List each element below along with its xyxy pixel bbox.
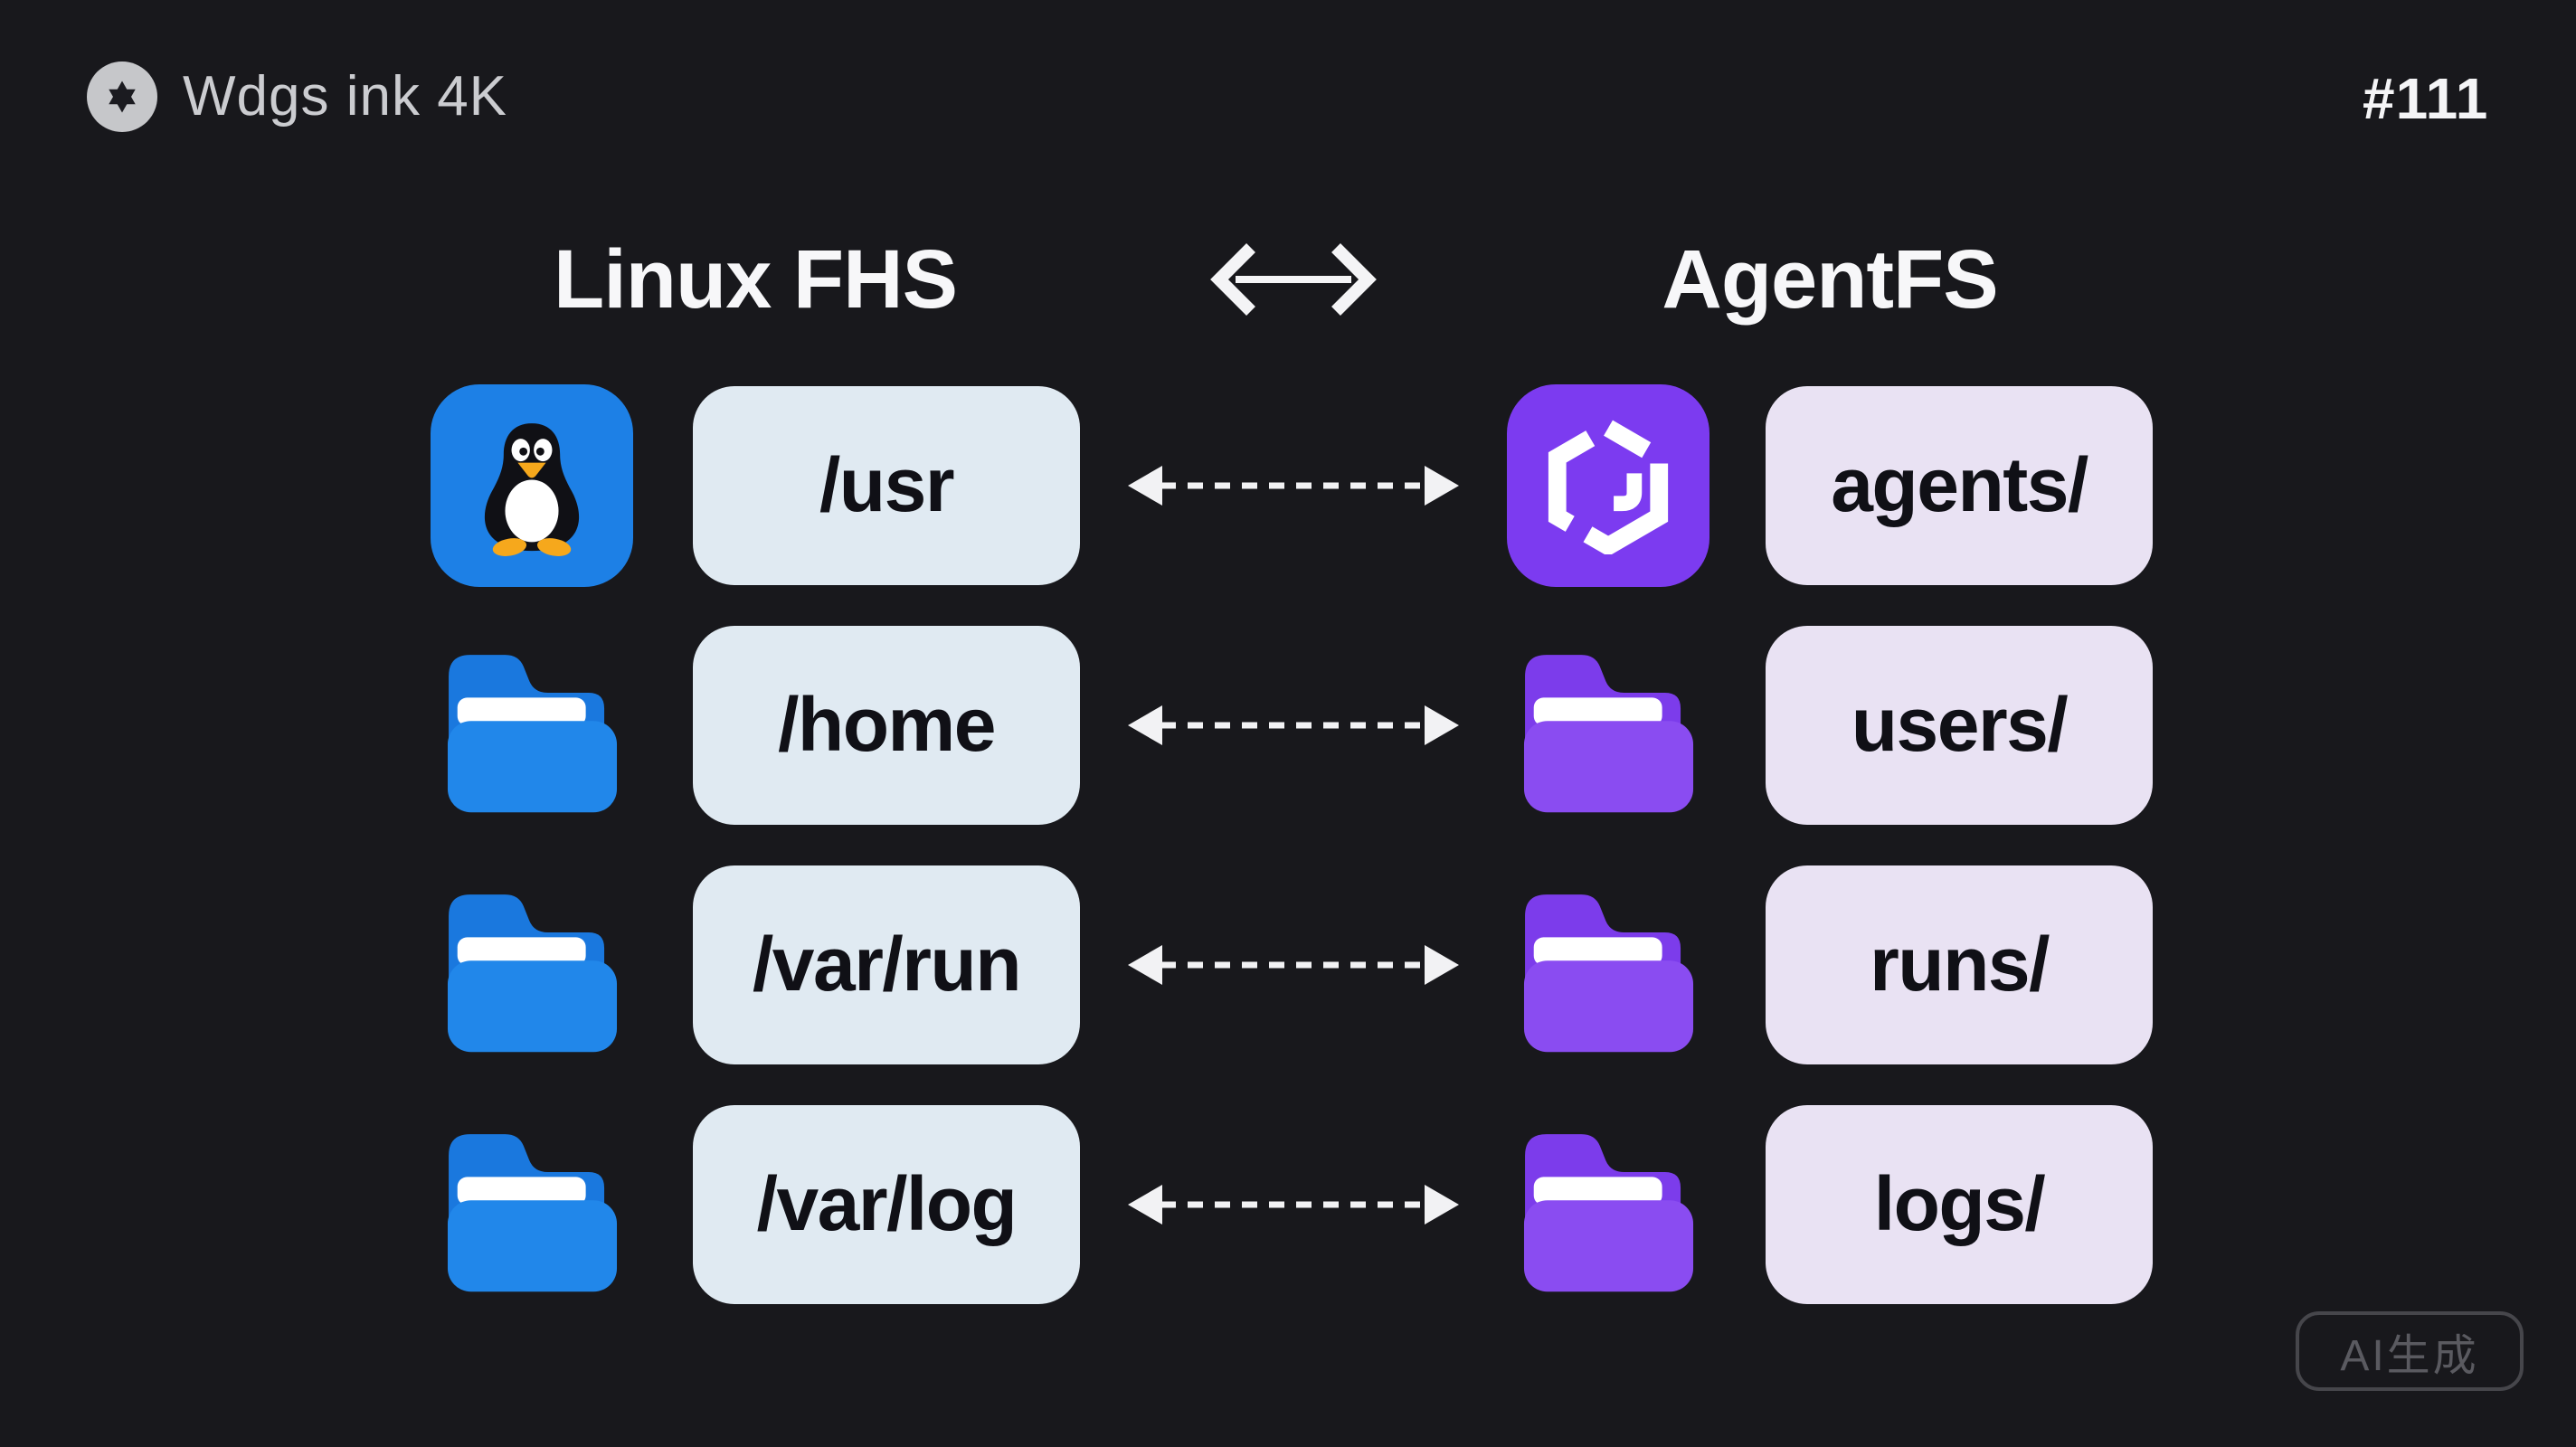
folder-icon-purple: [1523, 1134, 1693, 1292]
dashed-double-arrow-icon: [1128, 944, 1459, 985]
star-icon: [109, 80, 136, 113]
folder-icon-blue: [447, 894, 617, 1053]
double-arrow-icon: [1210, 243, 1377, 316]
agent-path-box: users/: [1766, 625, 2153, 825]
agentfs-logo-icon: [1507, 383, 1709, 587]
linux-path-box: /usr: [693, 385, 1080, 585]
dashed-double-arrow-icon: [1128, 1184, 1459, 1225]
brand-name: Wdgs ink 4K: [183, 65, 508, 128]
title-agentfs: AgentFS: [1662, 232, 1998, 326]
row-arrow-wrap: [1080, 937, 1507, 993]
folder-icon-purple: [1523, 894, 1693, 1053]
agent-path-box: logs/: [1766, 1104, 2153, 1304]
mapping-row-usr-agents: /usr agents/: [431, 383, 2153, 587]
linux-path-box: /home: [693, 625, 1080, 825]
agent-path-box: runs/: [1766, 865, 2153, 1064]
mapping-row-home-users: /home users/: [431, 623, 2153, 827]
agent-row-icon: [1507, 1102, 1709, 1306]
agent-row-icon: [1507, 383, 1709, 587]
column-titles: Linux FHS AgentFS: [431, 232, 2153, 327]
linux-path-box: /var/run: [693, 865, 1080, 1064]
row-arrow-wrap: [1080, 458, 1507, 514]
agent-path-box: agents/: [1766, 385, 2153, 585]
agent-row-icon: [1507, 623, 1709, 827]
agent-row-icon: [1507, 863, 1709, 1066]
folder-icon-blue: [447, 1134, 617, 1292]
row-arrow-wrap: [1080, 1177, 1507, 1233]
dashed-double-arrow-icon: [1128, 705, 1459, 745]
ai-generated-watermark: AI生成: [2296, 1311, 2524, 1391]
tux-penguin-icon: [431, 383, 633, 587]
title-arrow-wrap: [1080, 241, 1507, 318]
folder-icon-purple: [1523, 655, 1693, 813]
mapping-row-varlog-logs: /var/log logs/: [431, 1102, 2153, 1306]
header-brand: Wdgs ink 4K: [87, 61, 507, 132]
dashed-double-arrow-icon: [1128, 465, 1459, 506]
linux-row-icon: [431, 1102, 633, 1306]
linux-row-icon: [431, 383, 633, 587]
mapping-rows: /usr agents/: [431, 383, 2153, 1306]
row-arrow-wrap: [1080, 697, 1507, 753]
linux-row-icon: [431, 863, 633, 1066]
star-badge: [87, 61, 157, 132]
folder-icon-blue: [447, 655, 617, 813]
title-linux-fhs: Linux FHS: [554, 232, 958, 326]
linux-path-box: /var/log: [693, 1104, 1080, 1304]
linux-row-icon: [431, 623, 633, 827]
mapping-row-varrun-runs: /var/run runs/: [431, 863, 2153, 1066]
issue-number: #111: [2363, 66, 2489, 131]
